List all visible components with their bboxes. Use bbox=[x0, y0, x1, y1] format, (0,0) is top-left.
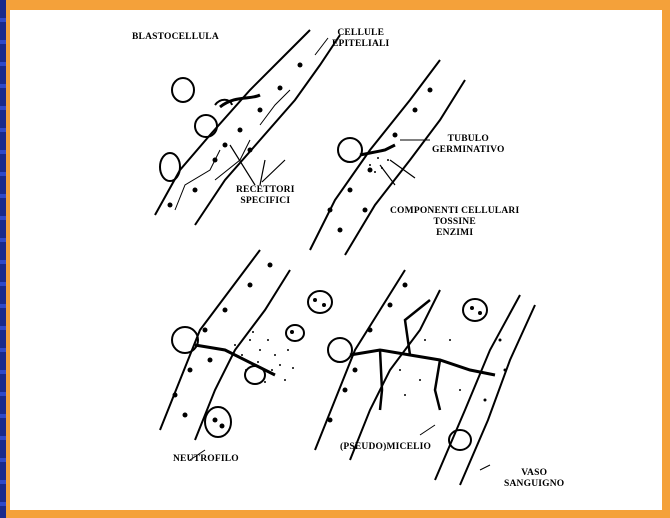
label-cellule-epiteliali: CELLULE EPITELIALI bbox=[332, 28, 389, 50]
left-blue-strip bbox=[0, 0, 6, 518]
label-vaso-line-1: VASO bbox=[504, 468, 564, 479]
label-germinativo-line-2: GERMINATIVO bbox=[432, 145, 505, 156]
label-neutrofilo: NEUTROFILO bbox=[173, 454, 239, 465]
label-blastocellula: BLASTOCELLULA bbox=[132, 32, 219, 43]
label-vaso-sanguigno: VASO SANGUIGNO bbox=[504, 468, 564, 490]
label-recettori-line-1: RECETTORI bbox=[236, 185, 295, 196]
yeast-pseudohyphae bbox=[328, 338, 352, 362]
label-componenti-cellulari: COMPONENTI CELLULARI TOSSINE ENZIMI bbox=[390, 206, 519, 239]
label-epiteliali-line-2: EPITELIALI bbox=[332, 39, 389, 50]
neutrophil-3 bbox=[245, 366, 265, 384]
neutrophil-4 bbox=[205, 407, 231, 437]
label-cellule-line-1: CELLULE bbox=[332, 28, 389, 39]
yeast-cell-2 bbox=[160, 153, 180, 181]
label-tubulo-germinativo: TUBULO GERMINATIVO bbox=[432, 134, 505, 156]
neutrophil-2 bbox=[286, 325, 304, 341]
yeast-invading bbox=[172, 327, 198, 353]
label-specifici-line-2: SPECIFICI bbox=[236, 196, 295, 207]
diagram-canvas: BLASTOCELLULA CELLULE EPITELIALI RECETTO… bbox=[10, 10, 662, 510]
yeast-attached bbox=[195, 115, 217, 137]
label-sanguigno-line-2: SANGUIGNO bbox=[504, 479, 564, 490]
yeast-cell-1 bbox=[172, 78, 194, 102]
cell-nuclei bbox=[168, 63, 507, 429]
label-componenti-line-1: COMPONENTI CELLULARI bbox=[390, 206, 519, 217]
neutrophil-1 bbox=[308, 291, 332, 313]
label-enzimi-line-3: ENZIMI bbox=[390, 228, 519, 239]
label-pseudomicelio: (PSEUDO)MICELIO bbox=[340, 442, 431, 453]
neutrophil-5 bbox=[463, 299, 487, 321]
yeast-germinating bbox=[338, 138, 362, 162]
candida-infection-diagram bbox=[10, 10, 662, 510]
label-tossine-line-2: TOSSINE bbox=[390, 217, 519, 228]
panel-3-epithelium bbox=[160, 250, 332, 460]
label-tubulo-line-1: TUBULO bbox=[432, 134, 505, 145]
label-recettori-specifici: RECETTORI SPECIFICI bbox=[236, 185, 295, 207]
